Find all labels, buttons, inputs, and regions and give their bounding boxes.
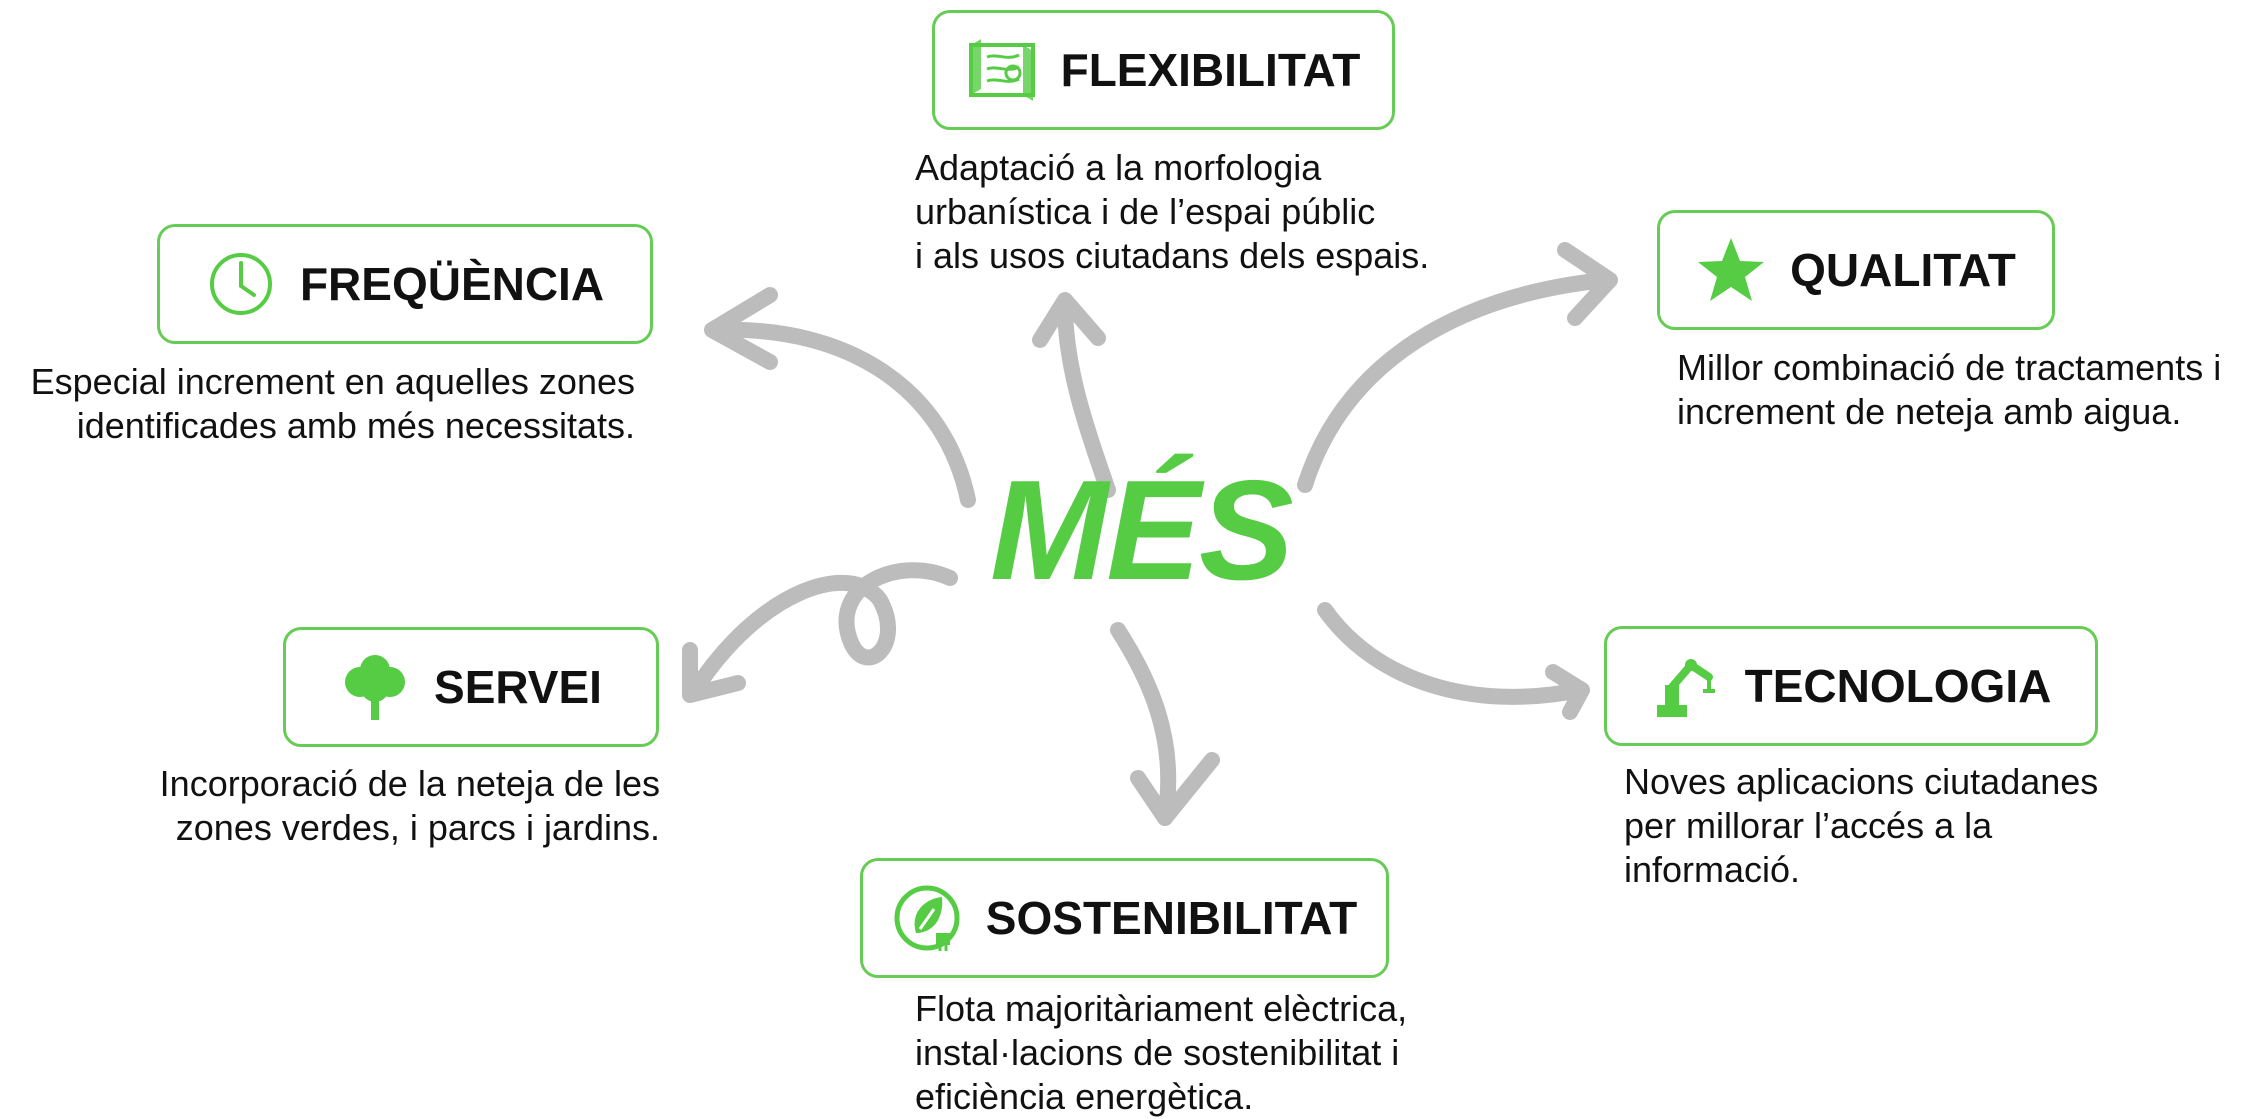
arrow-to-qualitat	[1297, 272, 1613, 493]
arrowhead-frequencia	[704, 287, 778, 370]
frequencia-box: FREQÜÈNCIA	[157, 224, 653, 344]
sostenibilitat-box: SOSTENIBILITAT	[860, 858, 1389, 978]
frequencia-line: identificades amb més necessitats.	[76, 405, 635, 446]
arrowhead-servei	[682, 642, 746, 703]
servei-box: SERVEI	[283, 627, 659, 747]
tecnologia-line: Noves aplicacions ciutadanes	[1624, 761, 2099, 802]
servei-line: Incorporació de la neteja de les	[159, 763, 660, 804]
flexibilitat-line: Adaptació a la morfologia	[915, 147, 1322, 188]
map-icon	[968, 39, 1035, 101]
tecnologia-line: informació.	[1624, 849, 1801, 890]
arrowhead-flexibilitat	[1032, 292, 1106, 348]
frequencia-description: Especial increment en aquelles zones ide…	[10, 360, 635, 448]
servei-line: zones verdes, i parcs i jardins.	[175, 807, 660, 848]
tecnologia-box: TECNOLOGIA	[1604, 626, 2098, 746]
qualitat-title: QUALITAT	[1790, 244, 2016, 296]
flexibilitat-line: urbanística i de l’espai públic	[915, 191, 1376, 232]
tecnologia-line: per millorar l’accés a la	[1624, 805, 1993, 846]
arrowhead-qualitat	[1557, 242, 1618, 326]
center-label: MÉS	[990, 451, 1294, 610]
flexibilitat-box: FLEXIBILITAT	[932, 10, 1395, 130]
flexibilitat-title: FLEXIBILITAT	[1060, 44, 1361, 96]
arrowhead-tecnologia	[1545, 664, 1590, 720]
sostenibilitat-description: Flota majoritàriament elèctrica, instal·…	[915, 987, 1407, 1119]
eco-leaf-plug-icon	[894, 885, 960, 951]
servei-title: SERVEI	[434, 661, 602, 713]
arrow-to-servei	[687, 562, 958, 698]
robot-arm-icon	[1656, 659, 1715, 717]
qualitat-description: Millor combinació de tractaments i incre…	[1677, 346, 2221, 434]
tecnologia-description: Noves aplicacions ciutadanes per millora…	[1624, 760, 2098, 892]
arrow-to-tecnologia	[1317, 602, 1588, 705]
sostenibilitat-line: Flota majoritàriament elèctrica,	[915, 988, 1408, 1029]
tree-icon	[345, 655, 406, 720]
qualitat-box: QUALITAT	[1657, 210, 2055, 330]
arrow-to-sostenibilitat	[1110, 622, 1177, 826]
arrow-to-flexibilitat	[1057, 297, 1116, 498]
tecnologia-title: TECNOLOGIA	[1744, 660, 2052, 712]
arrow-to-frequencia	[707, 321, 976, 508]
sostenibilitat-line: eficiència energètica.	[915, 1076, 1254, 1117]
flexibilitat-description: Adaptació a la morfologia urbanística i …	[915, 146, 1429, 278]
qualitat-line: Millor combinació de tractaments i	[1677, 347, 2222, 388]
qualitat-line: increment de neteja amb aigua.	[1677, 391, 2182, 432]
sostenibilitat-line: instal·lacions de sostenibilitat i	[915, 1032, 1400, 1073]
clock-icon	[209, 253, 272, 315]
sostenibilitat-title: SOSTENIBILITAT	[985, 892, 1358, 944]
star-icon	[1698, 238, 1765, 301]
frequencia-title: FREQÜÈNCIA	[299, 258, 605, 310]
arrowhead-sostenibilitat	[1130, 752, 1220, 826]
frequencia-line: Especial increment en aquelles zones	[30, 361, 635, 402]
servei-description: Incorporació de la neteja de les zones v…	[100, 762, 660, 850]
flexibilitat-line: i als usos ciutadans dels espais.	[915, 235, 1430, 276]
